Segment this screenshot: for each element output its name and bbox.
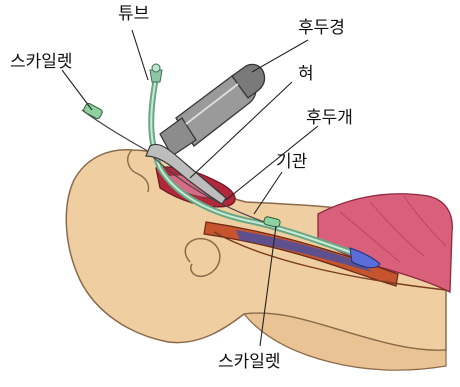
label-tongue: 혀 (298, 66, 314, 83)
label-epiglottis: 후두개 (306, 110, 353, 127)
label-stylet-bottom: 스카일렛 (218, 354, 281, 371)
tube-connector-ring (152, 64, 160, 72)
label-laryngoscope: 후두경 (298, 20, 345, 37)
label-tube: 튜브 (118, 6, 149, 23)
leader-line-tube (132, 30, 148, 80)
label-stylet-top: 스카일렛 (10, 54, 73, 71)
label-trachea: 기관 (276, 154, 307, 171)
leader-line-stylet-top (62, 70, 92, 110)
stylet-handle (83, 102, 104, 119)
